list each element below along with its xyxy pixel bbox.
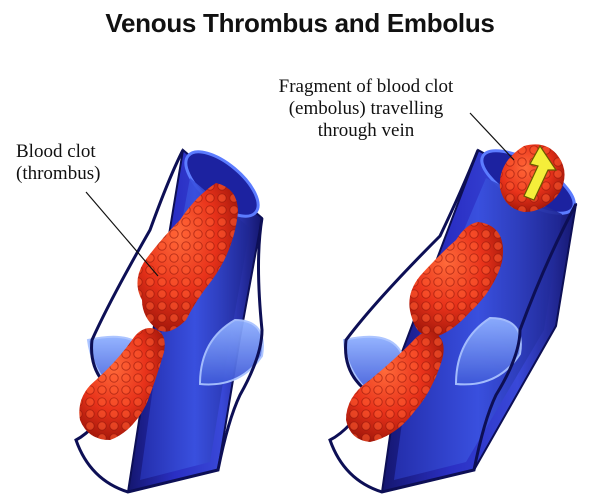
- thrombus-label: Blood clot (thrombus): [16, 141, 100, 185]
- left-clot: [79, 183, 238, 440]
- thrombus-pointer-line: [85, 191, 159, 277]
- thrombus-label-line-1: Blood clot: [16, 141, 96, 162]
- left-vein-outline: [74, 149, 264, 494]
- left-valve-leaflet-right: [198, 318, 264, 386]
- diagram-title: Venous Thrombus and Embolus: [105, 8, 495, 38]
- right-clot: [346, 222, 503, 442]
- thrombus-label-line-2: (thrombus): [16, 163, 101, 184]
- right-valve-leaflet-right: [454, 316, 522, 386]
- arrow-up-icon: [523, 144, 558, 201]
- embolus-label: Fragment of blood clot (embolus) travell…: [232, 76, 500, 142]
- embolus-label-line-1: Fragment of blood clot: [278, 76, 454, 97]
- embolus-label-line-2: (embolus) travelling: [288, 98, 444, 119]
- embolus-pointer-line: [469, 112, 515, 161]
- embolus-label-line-3: through vein: [317, 120, 415, 141]
- right-vein-outline: [328, 149, 578, 494]
